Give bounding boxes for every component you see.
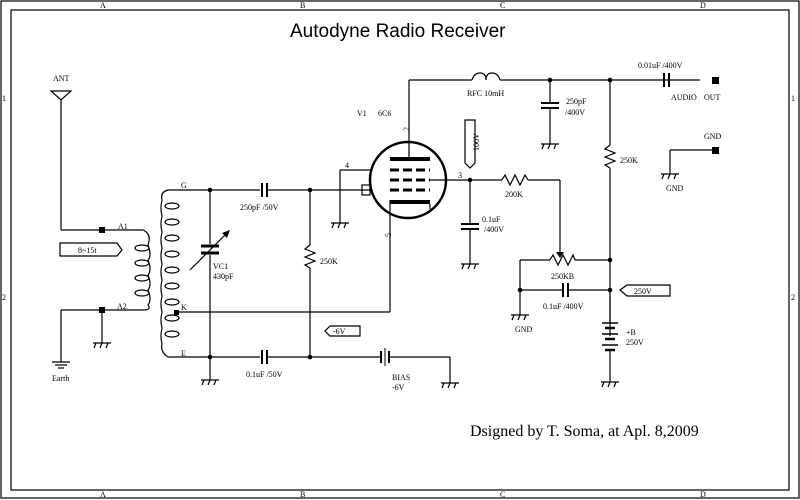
coil-g-label: G: [181, 181, 187, 190]
bias-value: -6V: [392, 383, 405, 392]
bottom-capacitor: [261, 350, 268, 364]
secondary-coil: [160, 189, 200, 358]
battery-value: 250V: [626, 338, 644, 347]
col-label-b: B: [300, 1, 305, 10]
screen-cap-rating: /400V: [484, 225, 504, 234]
antenna-label: ANT: [53, 74, 70, 83]
rf-choke: [471, 72, 501, 81]
chassis-ground-icon: [661, 173, 679, 180]
col-label-c: C: [500, 1, 505, 10]
terminal-gnd[interactable]: [712, 147, 719, 154]
bias-battery: [380, 348, 390, 366]
grid-capacitor: [261, 183, 268, 197]
earth-label: Earth: [52, 374, 69, 383]
col-label-d-bottom: D: [700, 490, 706, 499]
battery-label: +B: [626, 328, 636, 337]
chassis-ground-icon: [461, 263, 479, 270]
chassis-ground-icon: [201, 379, 219, 386]
tube-name: V1: [357, 109, 367, 118]
vc1-value: 430pF: [213, 272, 234, 281]
terminal-audio-out[interactable]: [712, 77, 719, 84]
grid-cap-label: 250pF /50V: [240, 203, 279, 212]
designer-signature: Dsigned by T. Soma, at Apl. 8,2009: [470, 423, 699, 440]
voltage-flag-100v: [464, 119, 476, 169]
row-label-1-right: 1: [791, 94, 795, 103]
coil-a1-label: A1: [118, 222, 128, 231]
screen-cap-value: 0.1uF: [482, 215, 501, 224]
plate-capacitor: [541, 102, 559, 109]
coil-a2-label: A2: [117, 302, 127, 311]
junction: [207, 354, 213, 360]
coil-e-label: E: [181, 349, 186, 358]
output-cap-label: 0.01uF /400V: [638, 61, 683, 70]
col-label-d: D: [700, 1, 706, 10]
bottom-cap-label: 0.1uF /50V: [246, 370, 283, 379]
audio-label: AUDIO: [671, 93, 697, 102]
coil-tap-k: [174, 310, 179, 315]
grid-resistor-label: 250K: [320, 257, 338, 266]
col-label-c-bottom: C: [500, 490, 505, 499]
load-resistor: [603, 144, 617, 169]
screen-capacitor: [461, 223, 479, 230]
vc1-name: VC1: [213, 262, 228, 271]
gnd-label-2: GND: [515, 325, 533, 334]
pin5-label: 5: [384, 233, 393, 237]
plate-cap-value: 250pF: [566, 97, 587, 106]
coil-k-label: K: [181, 303, 187, 312]
antenna-symbol: [49, 90, 143, 231]
rfc-label: RFC 10mH: [467, 89, 504, 98]
bypass-cap-label: 0.1uF /400V: [543, 302, 584, 311]
schematic-title: Autodyne Radio Receiver: [290, 21, 506, 42]
junction: [607, 287, 613, 293]
row-label-2: 2: [2, 293, 6, 302]
pin2-label: 2: [402, 127, 411, 131]
flag-100v-label: 100V: [472, 133, 481, 151]
turns-label: 8~15t: [78, 246, 97, 255]
pin3-label: 3: [458, 171, 462, 180]
pot-label: 250KB: [551, 272, 574, 281]
b-plus-battery: [602, 322, 618, 352]
out-label: OUT: [704, 93, 721, 102]
variable-capacitor-vc1: [189, 230, 230, 271]
pin4-label: 4: [345, 161, 349, 170]
gnd-label: GND: [666, 184, 684, 193]
screen-resistor: [501, 173, 529, 187]
row-label-1: 1: [2, 94, 6, 103]
pot-wiper-arrow: [556, 252, 564, 258]
col-label-a-bottom: A: [100, 490, 106, 499]
potentiometer-250kb[interactable]: [549, 253, 576, 267]
chassis-ground-icon: [601, 381, 619, 388]
chassis-ground-icon: [441, 382, 459, 389]
screen-resistor-label: 200K: [505, 190, 523, 199]
inner-frame: [10, 9, 790, 491]
flag-250v-label: 250V: [634, 287, 652, 296]
load-resistor-label: 250K: [620, 156, 638, 165]
bias-flag: [324, 325, 361, 337]
chassis-ground-icon: [331, 222, 349, 229]
col-label-a: A: [100, 1, 106, 10]
output-capacitor: [663, 73, 670, 87]
col-label-b-bottom: B: [300, 490, 305, 499]
gnd-terminal-label: GND: [704, 132, 722, 141]
bias-flag-label: -6V: [333, 327, 346, 336]
plate-cap-rating: /400V: [565, 108, 585, 117]
tube-type: 6C6: [378, 109, 391, 118]
earth-ground-icon: [52, 361, 70, 369]
junction: [307, 354, 313, 360]
row-label-2-right: 2: [791, 293, 795, 302]
primary-coil: [134, 229, 151, 311]
grid-resistor: [303, 244, 317, 269]
bypass-capacitor: [562, 283, 569, 297]
terminal-a1: [99, 227, 105, 233]
bias-label: BIAS: [392, 373, 410, 382]
chassis-ground-icon: [93, 342, 111, 349]
chassis-ground-icon: [511, 314, 529, 321]
junction: [607, 257, 613, 263]
voltage-flag-250v: [619, 284, 671, 297]
chassis-ground-icon: [541, 143, 559, 150]
turns-flag: [59, 242, 123, 257]
